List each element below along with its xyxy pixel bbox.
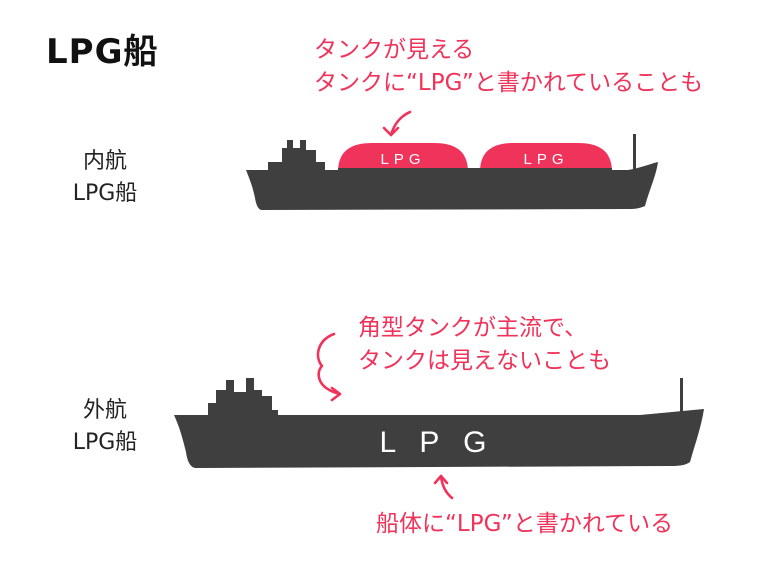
coastal-note-arrow bbox=[382, 110, 412, 137]
ocean-ship-label: 外航 LPG船 bbox=[60, 395, 150, 459]
coastal-tank-2-label: LPG bbox=[523, 151, 568, 168]
ocean-note-curved-arrow bbox=[316, 332, 342, 402]
ocean-note-line1: 角型タンクが主流で、 bbox=[358, 315, 588, 341]
coastal-tank-1 bbox=[338, 143, 468, 172]
ocean-label-line1: 外航 bbox=[82, 398, 127, 423]
ocean-hull-text: L P G bbox=[379, 426, 494, 459]
coastal-hull bbox=[246, 162, 658, 210]
coastal-note-line1: タンクが見える bbox=[314, 37, 475, 63]
coastal-label-line1: 内航 bbox=[82, 149, 127, 174]
ocean-superstructure bbox=[208, 378, 278, 418]
ocean-label-line2: LPG船 bbox=[72, 430, 138, 455]
coastal-tank-1-label: LPG bbox=[380, 151, 425, 168]
coastal-tank-2 bbox=[480, 143, 612, 172]
ocean-note-line2: タンクは見えないことも bbox=[358, 348, 611, 374]
ocean-hull bbox=[174, 409, 704, 468]
coastal-label-line2: LPG船 bbox=[72, 181, 138, 206]
bottom-note-arrow bbox=[433, 474, 454, 500]
ocean-bow-mast bbox=[680, 378, 683, 418]
ocean-bottom-note: 船体に“LPG”と書かれている bbox=[376, 511, 674, 537]
coastal-superstructure bbox=[268, 140, 325, 172]
coastal-note-line2: タンクに“LPG”と書かれていることも bbox=[314, 70, 704, 96]
ocean-note: 角型タンクが主流で、 タンクは見えないことも bbox=[358, 312, 611, 378]
page-title: LPG船 bbox=[46, 32, 159, 72]
ocean-lpg-ship: L P G bbox=[174, 378, 704, 468]
coastal-bow-mast bbox=[633, 134, 636, 170]
coastal-ship-label: 内航 LPG船 bbox=[60, 146, 150, 210]
coastal-lpg-ship: LPG LPG bbox=[246, 134, 658, 210]
coastal-note: タンクが見える タンクに“LPG”と書かれていることも bbox=[314, 34, 703, 100]
